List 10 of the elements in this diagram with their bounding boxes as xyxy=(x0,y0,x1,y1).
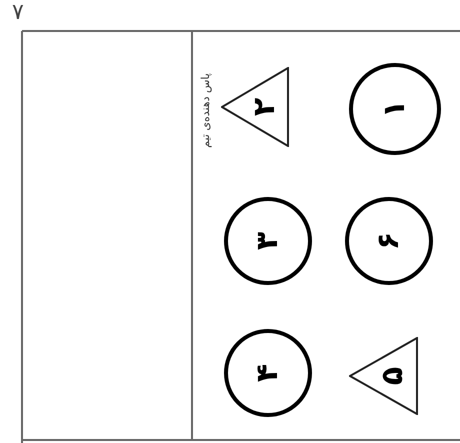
corner-number: ۷ xyxy=(12,2,24,24)
player-triangle xyxy=(349,337,418,415)
player-number: ۳ xyxy=(253,232,283,250)
player-number: ۵ xyxy=(378,366,408,386)
player-number: ۲ xyxy=(250,98,280,116)
player-triangle xyxy=(221,67,289,147)
player-number: ۶ xyxy=(374,232,404,250)
player-number: ۴ xyxy=(253,364,283,382)
player-number: ۱ xyxy=(380,100,410,118)
role-label: پاس دهنده‌ی تیم xyxy=(200,72,210,148)
